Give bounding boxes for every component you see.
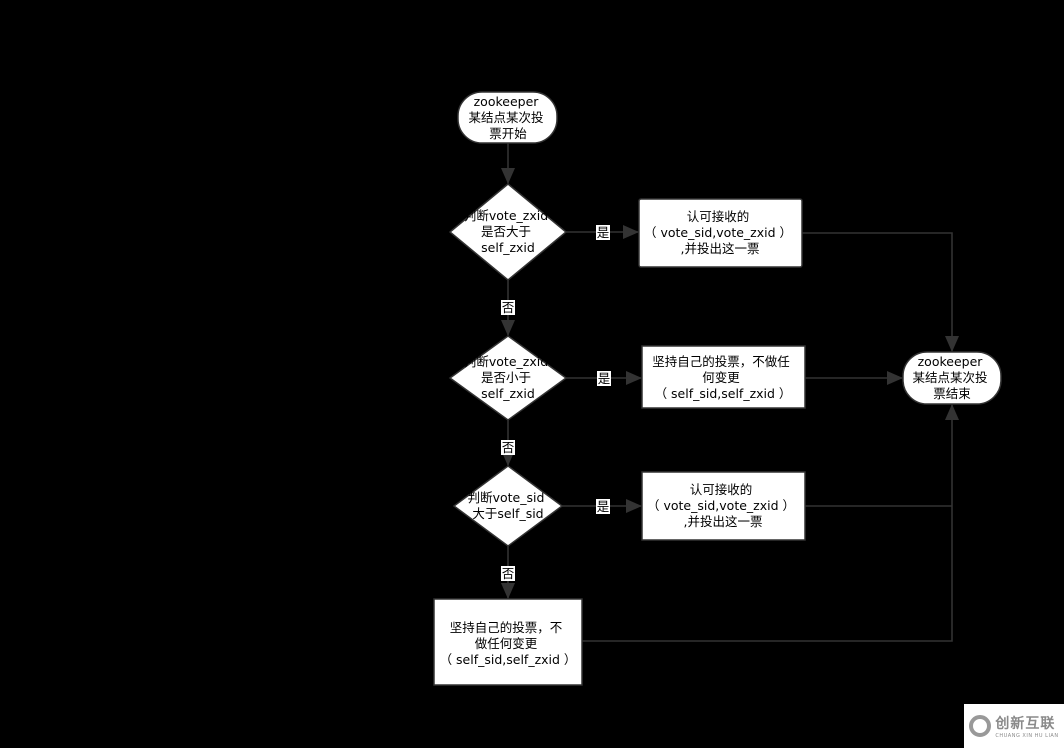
edge-a4-to-end [582,404,959,642]
edge-a1-to-end [802,232,959,352]
decision-1-text: 判断vote_zxid 是否大于 self_zxid [464,208,552,255]
watermark-cn: 创新互联 [995,716,1056,732]
decision-line: 判断vote_zxid [464,354,548,369]
action-line: （ vote_sid,vote_zxid ） [647,498,795,513]
decision-line: 判断vote_sid [468,490,545,505]
end-line: 票结束 [933,386,971,401]
decision-vote-zxid-greater [448,183,568,281]
action-line: （ self_sid,self_zxid ） [440,652,577,667]
decision-3-text: 判断vote_sid 大于self_sid [468,490,549,521]
yes-label: 是 [597,499,610,514]
decision-line: 是否大于 [481,224,531,239]
action-line: 做任何变更 [475,636,538,651]
decision-vote-sid-greater [452,465,564,547]
action-1-text: 认可接收的 （ vote_sid,vote_zxid ） ,并投出这一票 [644,209,796,256]
action-line: 坚持自己的投票，不 [450,620,563,635]
action-line: ,并投出这一票 [684,514,763,529]
start-text: zookeeper 某结点某次投 票开始 [469,94,548,141]
action-line: 认可接收的 [690,482,753,497]
end-line: zookeeper [918,354,984,369]
decision-vote-zxid-less [448,335,568,421]
decision-line: self_zxid [481,240,535,255]
action-accept-vote-1 [638,198,803,268]
no-label: 否 [502,300,515,315]
action-keep-own-vote-1 [641,345,806,409]
action-4-text: 坚持自己的投票，不 做任何变更 （ self_sid,self_zxid ） [440,620,577,667]
watermark-en: CHUANG XIN HU LIAN [995,733,1059,739]
decision-2-text: 判断vote_zxid 是否小于 self_zxid [464,354,552,401]
action-line: 认可接收的 [687,209,750,224]
decision-line: 大于self_sid [472,506,543,521]
no-label: 否 [502,566,515,581]
decision-line: self_zxid [481,386,535,401]
start-line: 票开始 [489,126,527,141]
action-2-text: 坚持自己的投票，不做任 何变更 （ self_sid,self_zxid ） [652,354,794,401]
decision-line: 是否小于 [481,370,531,385]
watermark: 创新互联 CHUANG XIN HU LIAN [964,704,1064,748]
start-line: zookeeper [474,94,540,109]
action-line: （ self_sid,self_zxid ） [655,386,792,401]
action-accept-vote-2 [641,471,806,541]
start-node [457,91,558,144]
end-line: 某结点某次投 [913,370,988,385]
end-node [902,351,1002,405]
decision-line: 判断vote_zxid [464,208,548,223]
start-line: 某结点某次投 [469,110,544,125]
action-line: （ vote_sid,vote_zxid ） [644,225,792,240]
no-label: 否 [502,440,515,455]
yes-label: 是 [597,225,610,240]
end-text: zookeeper 某结点某次投 票结束 [913,354,992,401]
watermark-logo-icon [969,715,992,737]
action-keep-own-vote-2 [433,598,583,686]
action-line: ,并投出这一票 [681,241,760,256]
action-line: 何变更 [702,370,740,385]
yes-label: 是 [598,371,611,386]
action-3-text: 认可接收的 （ vote_sid,vote_zxid ） ,并投出这一票 [647,482,799,529]
action-line: 坚持自己的投票，不做任 [652,354,790,369]
